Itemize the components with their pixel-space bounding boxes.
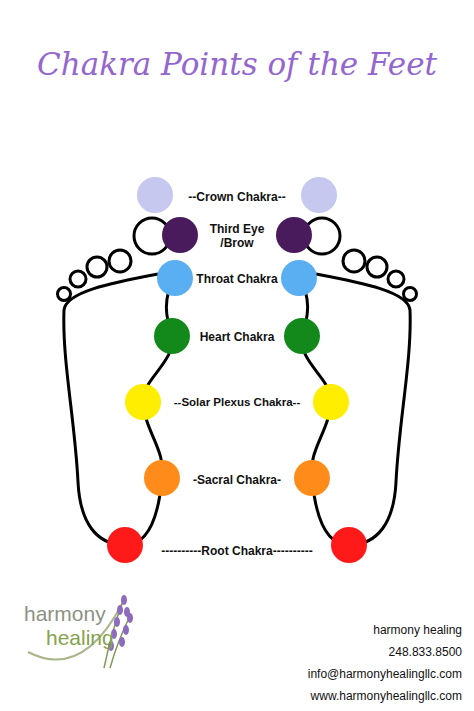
chakra-label: -Sacral Chakra-: [172, 473, 302, 487]
toe-outline: [70, 271, 86, 287]
crown-point: [137, 177, 173, 213]
chakra-label: Throat Chakra: [182, 272, 292, 286]
heart-point: [154, 318, 190, 354]
page-title: Chakra Points of the Feet: [0, 46, 474, 82]
throat-point: [157, 260, 193, 296]
toe-outline: [58, 288, 71, 301]
toe-outline: [109, 250, 131, 272]
solar-plexus-point: [125, 384, 161, 420]
lavender-bud: [123, 625, 129, 635]
lavender-bud: [117, 605, 123, 615]
chakra-label: --Crown Chakra--: [162, 190, 312, 204]
sacral-point: [144, 460, 180, 496]
toe-outline: [87, 257, 107, 277]
right-foot: [276, 177, 417, 563]
contact-text: www.harmonyhealingllc.com: [311, 689, 462, 703]
root-point: [107, 527, 143, 563]
chakra-label: Third Eye /Brow: [201, 222, 273, 251]
lavender-bud: [127, 613, 133, 623]
contact-text: info@harmonyhealingllc.com: [308, 667, 462, 681]
contact-text: 248.833.8500: [389, 645, 462, 659]
left-foot: [58, 177, 199, 563]
lavender-bud: [119, 637, 125, 647]
chakra-label: --Solar Plexus Chakra--: [155, 396, 319, 410]
chakra-label: ----------Root Chakra----------: [137, 544, 337, 558]
foot-outline: [64, 274, 175, 545]
third-eye-point: [162, 217, 198, 253]
contact-text: harmony healing: [373, 623, 462, 637]
logo-text: harmony: [24, 601, 106, 626]
lavender-bud: [121, 595, 127, 605]
chakra-label: Heart Chakra: [182, 330, 292, 344]
logo-text: healing: [46, 625, 114, 650]
lavender-bud: [114, 617, 120, 627]
